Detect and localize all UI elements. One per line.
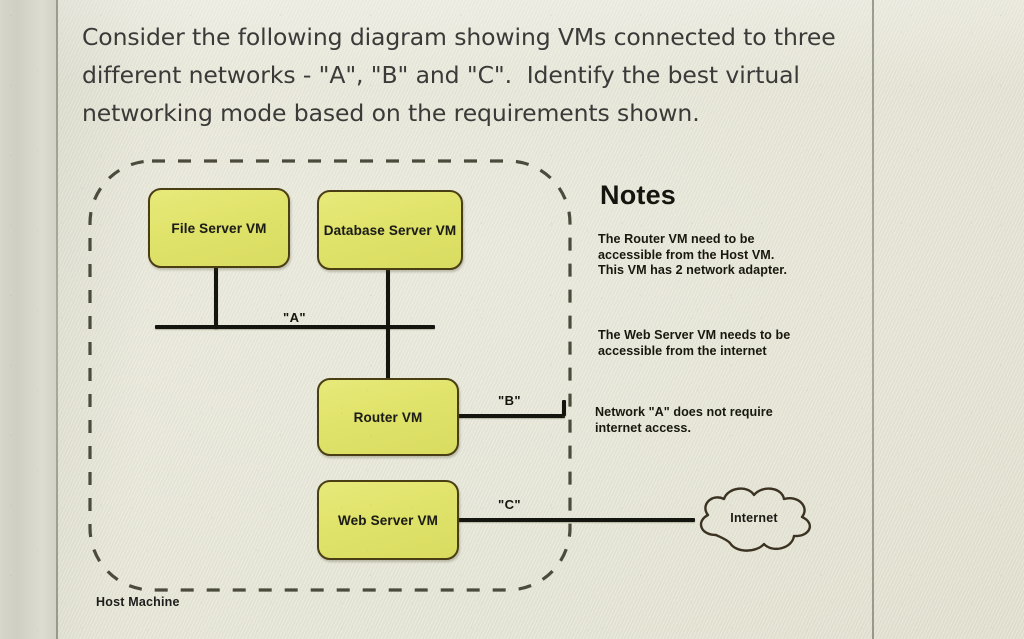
network-label-b: "B" (498, 393, 521, 408)
wire-router-to-network-a (386, 327, 390, 380)
notes-heading: Notes (600, 180, 677, 210)
vm-label-database-server: Database Server VM (323, 222, 457, 238)
network-label-a: "A" (283, 310, 306, 325)
page-right-edge-line (872, 0, 874, 639)
vm-label-file-server: File Server VM (171, 220, 267, 236)
page-binding-line (56, 0, 58, 639)
question-paragraph: Consider the following diagram showing V… (82, 23, 843, 127)
network-c-line-to-internet (453, 518, 695, 522)
host-machine-boundary (86, 157, 574, 594)
vm-box-web-server: Web Server VM (317, 480, 459, 560)
note-item-network-a: Network "A" does not require internet ac… (595, 405, 773, 435)
network-a-bus-line (155, 325, 435, 329)
note-item-web-server: The Web Server VM needs to be accessible… (598, 328, 791, 358)
note-item-router: The Router VM need to be accessible from… (598, 232, 788, 277)
vm-box-file-server: File Server VM (148, 188, 290, 268)
internet-label: Internet (730, 511, 778, 525)
vm-box-router: Router VM (317, 378, 459, 456)
network-label-c: "C" (498, 497, 521, 512)
network-b-line (453, 414, 565, 418)
vm-label-router: Router VM (353, 409, 423, 425)
page-left-gutter (0, 0, 56, 639)
question-text: Consider the following diagram showing V… (82, 18, 842, 132)
host-machine-label: Host Machine (96, 595, 180, 609)
internet-cloud-icon (688, 483, 820, 555)
network-b-line-terminator (562, 400, 566, 416)
wire-database-server-to-network-a (386, 264, 390, 329)
vm-label-web-server: Web Server VM (338, 512, 438, 528)
wire-file-server-to-network-a (214, 262, 218, 329)
vm-box-database-server: Database Server VM (317, 190, 463, 270)
